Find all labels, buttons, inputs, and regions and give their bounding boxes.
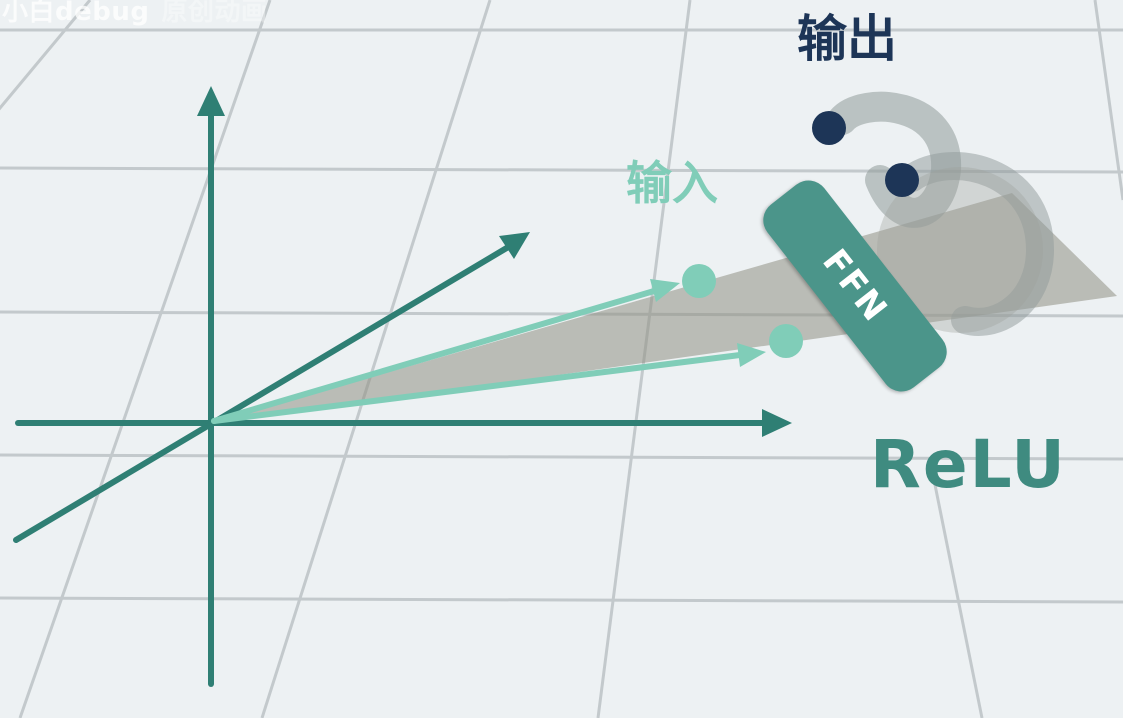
grid-line [0, 453, 1123, 461]
input-label: 输入 [626, 156, 718, 210]
grid-line [928, 459, 984, 718]
y-axis-arrowhead [197, 86, 225, 116]
grid-line [0, 596, 1123, 604]
grid-line [260, 0, 492, 718]
input-point-2 [769, 324, 803, 358]
relu-swirl-disc [877, 167, 1043, 333]
grid-line [1093, 0, 1123, 201]
relu-curl-inner [898, 152, 1055, 336]
output-label: 输出 [797, 10, 897, 68]
output-point-1 [812, 111, 846, 145]
input-vector-1-arrowhead [650, 279, 680, 302]
x-axis-arrowhead [762, 409, 792, 437]
input-point-1 [682, 264, 716, 298]
output-point-2 [885, 163, 919, 197]
relu-label: ReLU [870, 426, 1067, 503]
z-axis [13, 243, 513, 543]
input-vectors [211, 279, 766, 424]
watermark-brand: 小白debug [2, 0, 150, 27]
relu-transform-surface [212, 91, 1117, 423]
coordinate-axes [13, 86, 792, 687]
watermark: 小白debug 原创动画 [2, 0, 268, 28]
z-axis-arrowhead [499, 232, 530, 259]
grid-line [0, 0, 92, 111]
input-vector-1 [211, 288, 657, 424]
watermark-subtitle: 原创动画 [161, 0, 268, 27]
input-vector-2-arrowhead [737, 343, 766, 367]
grid-line [18, 0, 272, 718]
input-vector-2 [211, 352, 743, 424]
relu-plane [212, 193, 1117, 423]
